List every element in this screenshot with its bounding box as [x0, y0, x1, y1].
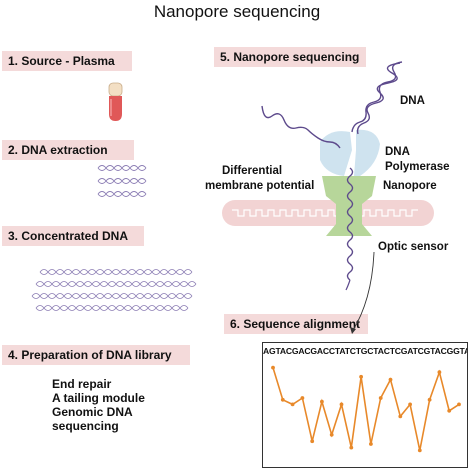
polymerase-protein [320, 129, 380, 176]
step-dna-extraction: 2. DNA extraction [2, 140, 134, 160]
signal-point [359, 374, 363, 379]
step-concentrated-dna: 3. Concentrated DNA [2, 226, 144, 246]
signal-point [408, 402, 412, 407]
extracted-dna-icon [97, 165, 147, 197]
signal-point [310, 439, 315, 444]
label-membrane-line2: membrane potential [205, 180, 315, 192]
signal-point [457, 402, 461, 407]
signal-point [300, 396, 305, 400]
signal-point [398, 414, 403, 419]
library-step: End repair [52, 377, 112, 391]
signal-point [329, 432, 334, 437]
signal-point [437, 370, 442, 375]
label-optic-sensor: Optic sensor [378, 241, 449, 253]
signal-point [447, 408, 452, 413]
signal-point [271, 365, 275, 370]
library-step: Genomic DNA [52, 405, 133, 419]
signal-point [378, 396, 383, 400]
signal-point [349, 445, 354, 450]
library-steps: End repair A tailing module Genomic DNA … [52, 377, 145, 433]
label-nanopore: Nanopore [383, 180, 437, 192]
signal-point [320, 399, 324, 404]
optic-arrow [351, 251, 375, 333]
signal-point [369, 442, 373, 446]
label-polymerase-line1: DNA [385, 146, 410, 158]
library-step: sequencing [52, 419, 119, 433]
signal-point [417, 448, 422, 453]
step-sequence-alignment: 6. Sequence alignment [224, 314, 368, 334]
step-nanopore-sequencing: 5. Nanopore sequencing [214, 47, 366, 67]
figure-title: Nanopore sequencing [153, 2, 321, 21]
signal-point [339, 402, 344, 407]
signal-point [280, 397, 285, 402]
plasma-tube-icon [108, 82, 123, 121]
step-source: 1. Source - Plasma [2, 51, 132, 71]
signal-point [388, 377, 393, 382]
sequence-text: AGTACGACGACCTATCTGCTACTCGATCGTACGGTA [263, 346, 468, 356]
sequence-alignment-box: AGTACGACGACCTATCTGCTACTCGATCGTACGGTA [262, 342, 468, 468]
library-step: A tailing module [52, 391, 145, 405]
concentrated-dna-icon [31, 269, 197, 311]
nanopore-protein [322, 176, 376, 236]
step-library-preparation: 4. Preparation of DNA library [2, 345, 190, 365]
label-polymerase-line2: Polymerase [385, 161, 450, 173]
signal-point [427, 397, 432, 402]
arrow-head-icon [350, 327, 356, 334]
signal-point [290, 402, 295, 407]
label-membrane-line1: Differential [222, 165, 283, 177]
label-dna: DNA [400, 95, 425, 107]
dna-strand [261, 61, 403, 291]
signal-line [272, 367, 460, 451]
membrane [222, 200, 434, 226]
signal-trace [271, 365, 461, 453]
